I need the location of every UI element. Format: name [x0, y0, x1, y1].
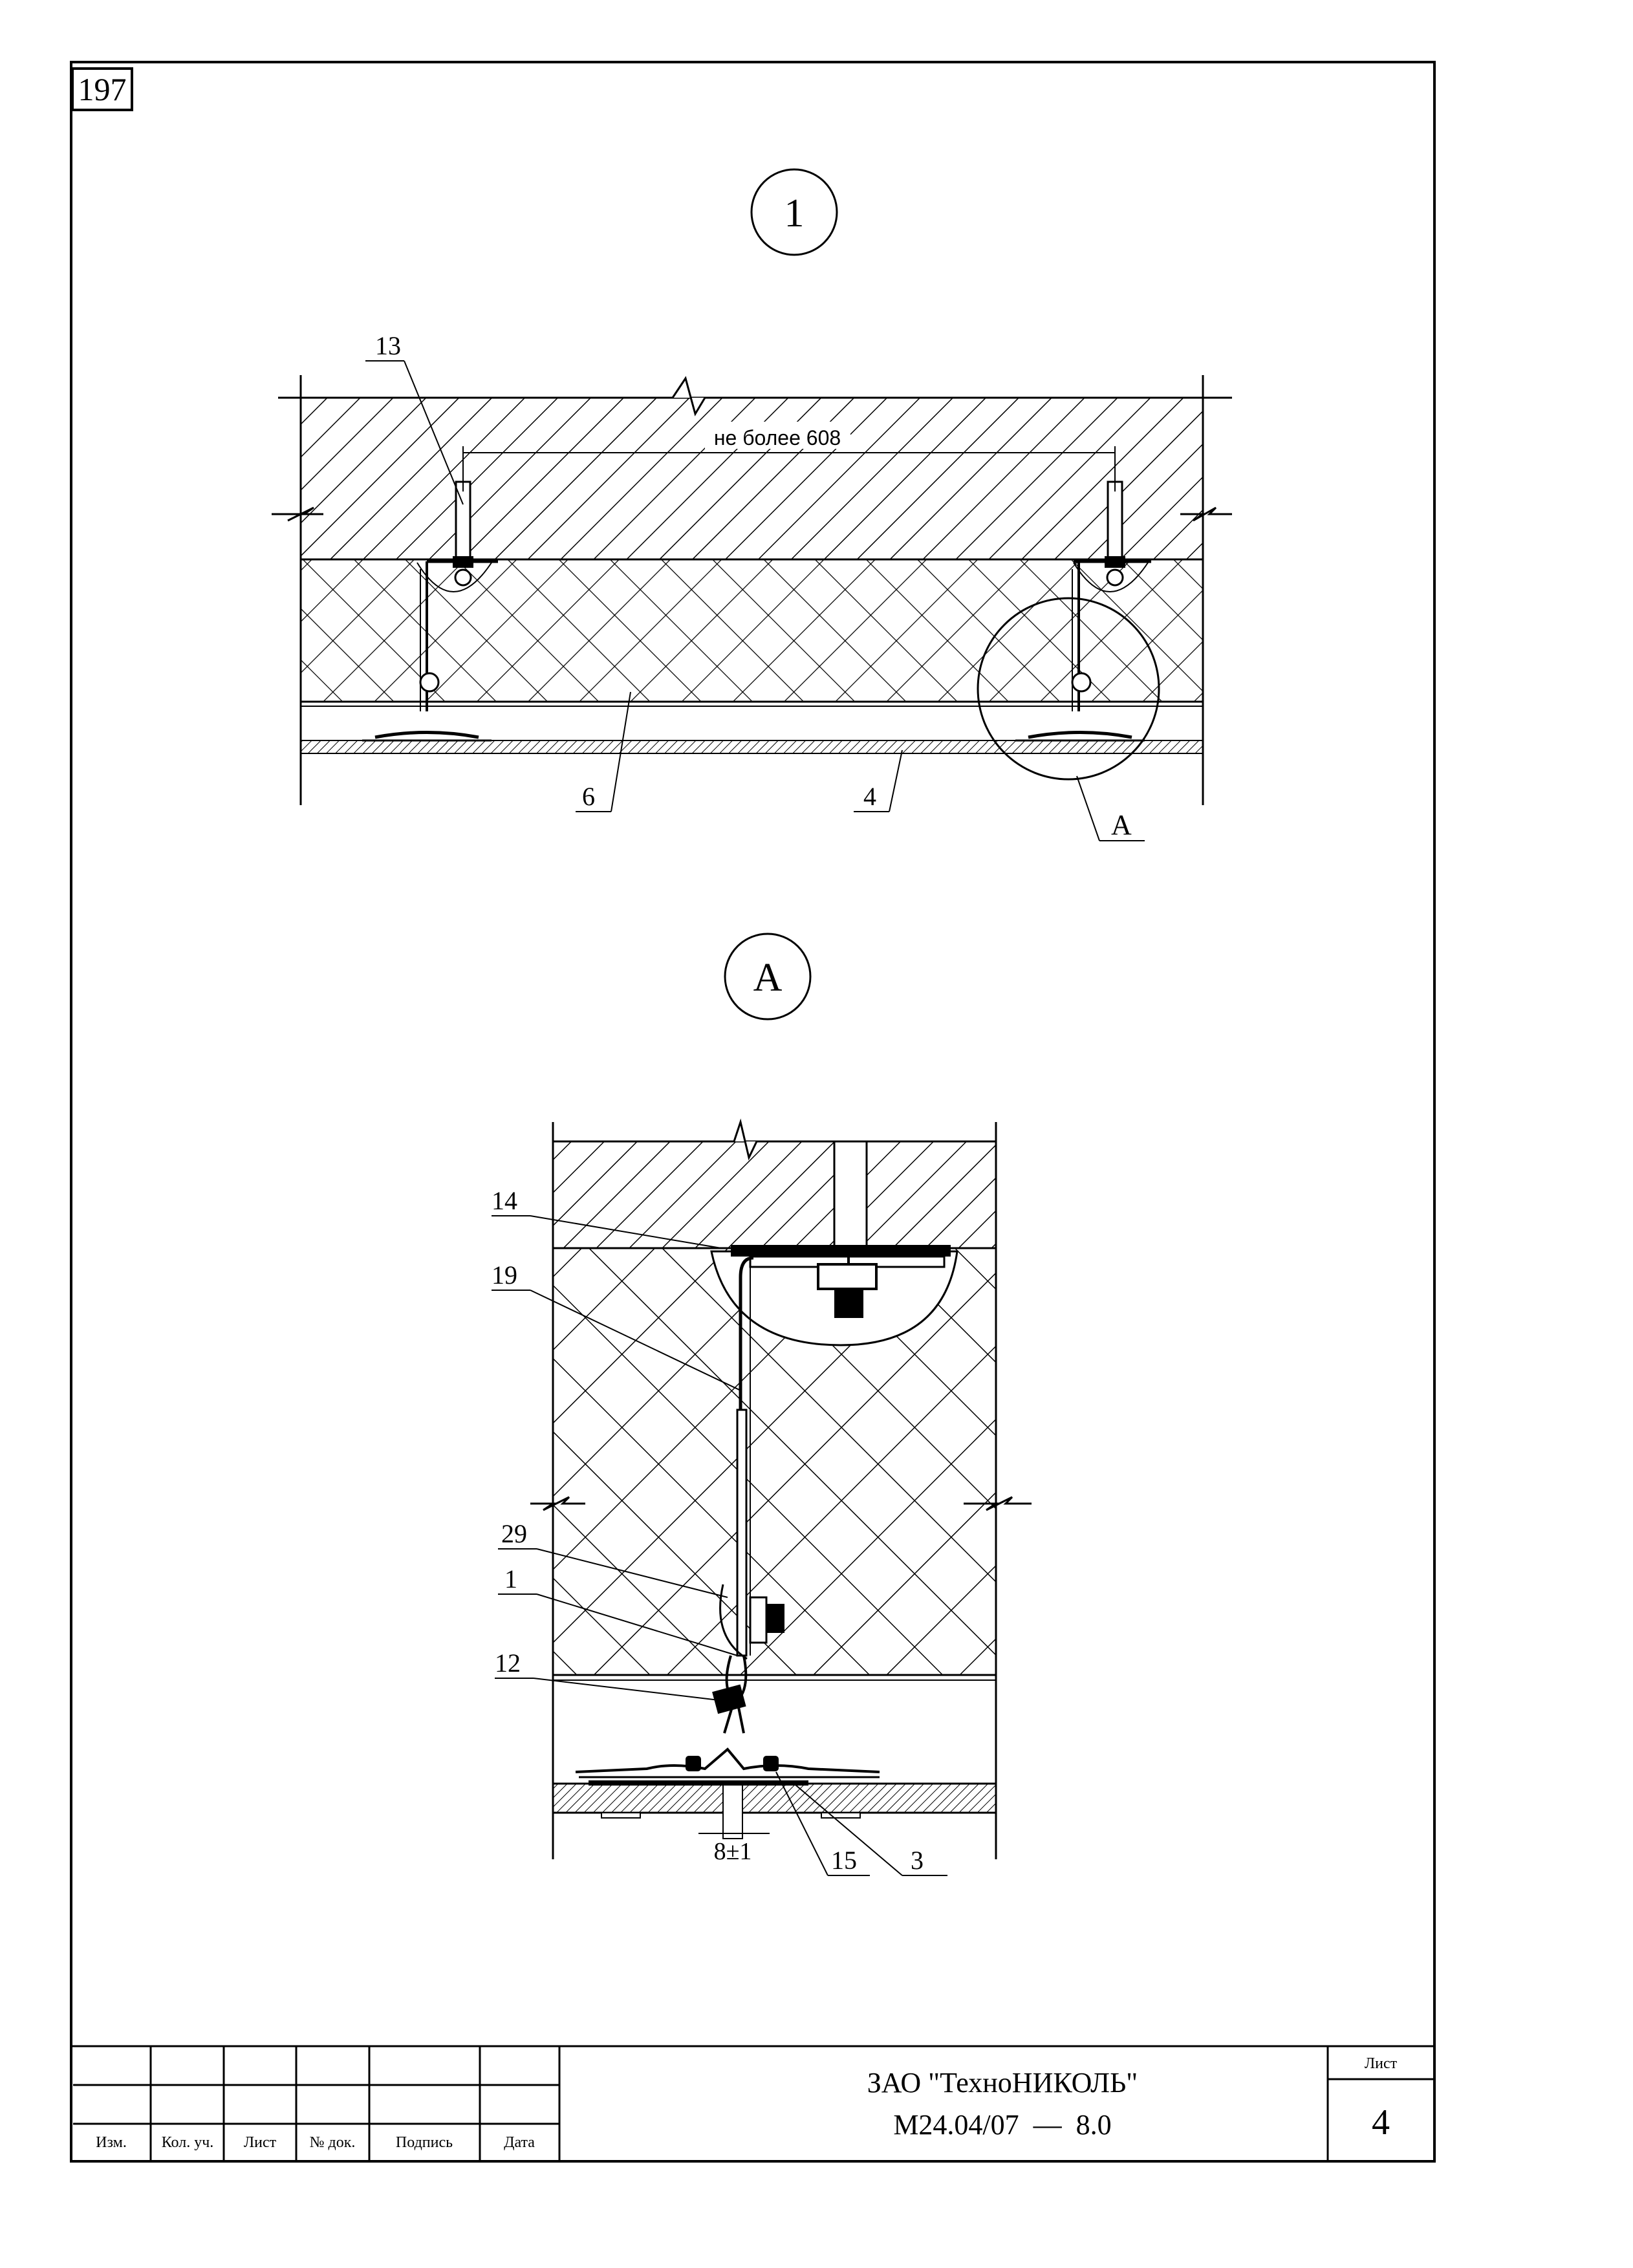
break-mark-top: [671, 376, 706, 416]
document-code: М24.04/07 — 8.0: [893, 2109, 1111, 2141]
break-mark-left: [272, 506, 323, 522]
ceiling-profile: [575, 1747, 880, 1773]
view-1-marker-circle: [750, 168, 838, 256]
dimension-8: 8±1: [714, 1838, 752, 1865]
title-block: [70, 2045, 1436, 2163]
hanger-vertical: [739, 1256, 754, 1656]
view-1-marker: 1: [784, 191, 805, 235]
detail-concrete-slab: [553, 1141, 996, 1248]
detail-a-circle: [977, 597, 1160, 781]
hanger-left: [362, 481, 498, 742]
view-a-marker: А: [753, 956, 783, 1000]
company-name: ЗАО "ТехноНИКОЛЬ": [867, 2067, 1138, 2099]
callout-12: 12: [495, 1648, 521, 1678]
header-list: Лист: [244, 2134, 277, 2151]
callout-3: 3: [911, 1846, 924, 1875]
sheet-label: Лист: [1365, 2055, 1398, 2072]
callout-a: А: [1111, 809, 1132, 841]
header-data: Дата: [504, 2134, 535, 2151]
view-1: 1: [272, 168, 1232, 841]
dimension-608: не более 608: [714, 426, 841, 449]
callout-19: 19: [492, 1260, 517, 1290]
board-layer: [300, 740, 1204, 754]
callout-29: 29: [501, 1519, 527, 1548]
header-kol-uch: Кол. уч.: [162, 2134, 214, 2151]
callout-14: 14: [492, 1186, 517, 1215]
break-mark-right: [1180, 506, 1232, 522]
insulation-layer: [301, 559, 1203, 702]
callout-13: 13: [375, 331, 401, 360]
detail-board: [552, 1782, 997, 1814]
sheet-number: 4: [1372, 2102, 1390, 2143]
header-izm: Изм.: [96, 2134, 127, 2151]
callout-1: 1: [504, 1564, 517, 1593]
callout-4: 4: [863, 782, 876, 811]
header-no-dok: № док.: [310, 2134, 356, 2151]
callout-15: 15: [831, 1846, 857, 1875]
view-a-marker-circle: [724, 933, 812, 1021]
view-a: А: [492, 933, 1032, 1876]
callout-6: 6: [582, 782, 595, 811]
header-podpis: Подпись: [396, 2134, 453, 2151]
page-number: 197: [78, 71, 127, 107]
sheet-frame: [70, 61, 1436, 2163]
title-block-frame: [70, 2045, 1436, 2163]
